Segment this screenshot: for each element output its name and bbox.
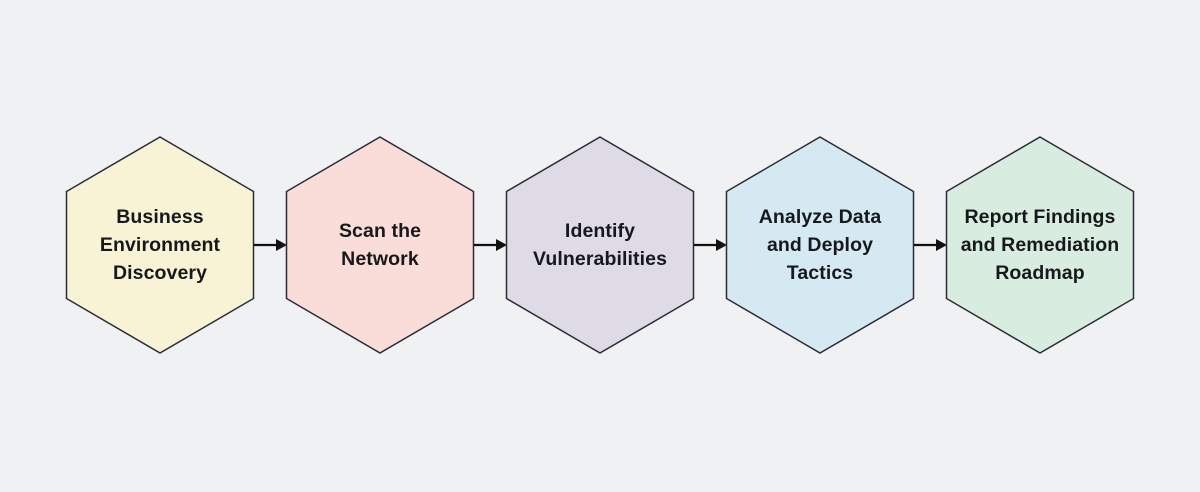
step-label: Report Findings and Remediation Roadmap xyxy=(960,206,1120,284)
hexagon-step-business-environment-discovery: Business Environment Discovery xyxy=(65,136,255,354)
hexagon-outline xyxy=(725,136,915,354)
step-label: Identify Vulnerabilities xyxy=(532,220,668,270)
hexagon-outline xyxy=(945,136,1135,354)
right-arrow-icon xyxy=(254,239,287,251)
hexagon-shape xyxy=(505,136,695,354)
hexagon-shape xyxy=(285,136,475,354)
hexagon-shape xyxy=(65,136,255,354)
hexagon-shape xyxy=(945,136,1135,354)
hexagon-step-report-findings-and-remediation-roadmap: Report Findings and Remediation Roadmap xyxy=(945,136,1135,354)
hexagon-outline xyxy=(505,136,695,354)
step-label: Scan the Network xyxy=(338,220,422,270)
hexagon-shape xyxy=(725,136,915,354)
right-arrow-icon xyxy=(694,239,727,251)
hexagon-outline xyxy=(285,136,475,354)
hexagon-step-identify-vulnerabilities: Identify Vulnerabilities xyxy=(505,136,695,354)
step-label: Analyze Data and Deploy Tactics xyxy=(758,206,882,284)
hexagon-outline xyxy=(65,136,255,354)
right-arrow-icon xyxy=(474,239,507,251)
hexagon-step-scan-the-network: Scan the Network xyxy=(285,136,475,354)
hexagon-step-analyze-data-and-deploy-tactics: Analyze Data and Deploy Tactics xyxy=(725,136,915,354)
right-arrow-icon xyxy=(914,239,947,251)
step-label: Business Environment Discovery xyxy=(99,206,221,284)
